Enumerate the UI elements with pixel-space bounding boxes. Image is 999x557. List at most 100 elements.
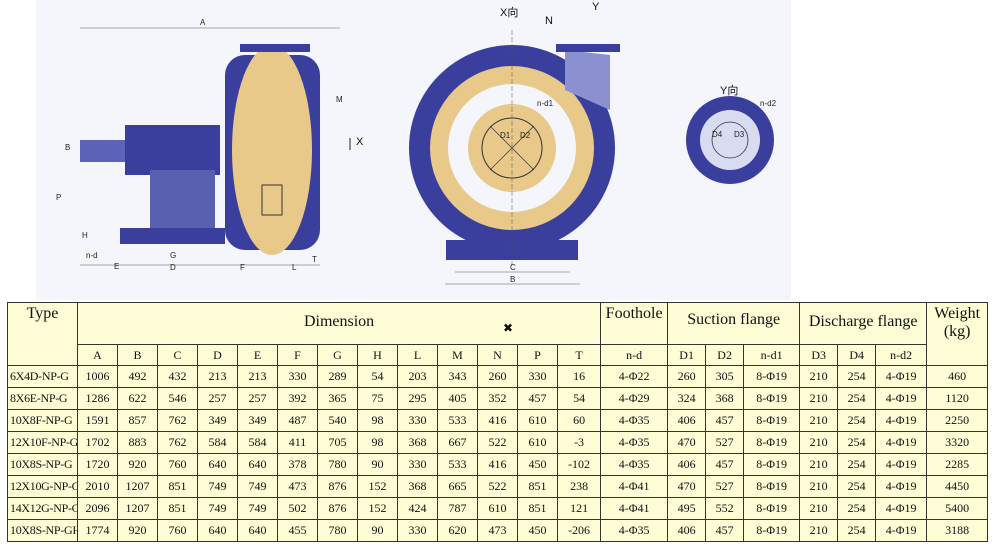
value-cell: 533 xyxy=(437,453,478,476)
value-cell: 330 xyxy=(397,453,438,476)
bearing-housing xyxy=(125,125,220,175)
value-cell: 406 xyxy=(667,453,707,476)
value-cell: 4-Φ29 xyxy=(600,387,669,410)
dim-label-d4: D4 xyxy=(712,130,723,139)
value-cell: 2010 xyxy=(77,475,118,498)
value-cell: 749 xyxy=(197,497,238,520)
pump-drawing-svg: A M X B P H n-d E G D F L T X向 N Y n-d1 … xyxy=(56,1,777,285)
header-type: Type xyxy=(7,302,78,366)
value-cell: 305 xyxy=(705,365,745,388)
value-cell: 8-Φ19 xyxy=(743,519,801,542)
value-cell: 368 xyxy=(397,431,438,454)
value-cell: 2285 xyxy=(926,453,989,476)
value-cell: 1006 xyxy=(77,365,118,388)
value-cell: 432 xyxy=(157,365,198,388)
subheader-d4: D4 xyxy=(837,344,877,366)
value-cell: 502 xyxy=(277,497,318,520)
value-cell: 210 xyxy=(799,409,839,432)
value-cell: 4-Φ19 xyxy=(875,519,928,542)
value-cell: 210 xyxy=(799,365,839,388)
view-label-y-direction: Y向 xyxy=(720,83,738,97)
value-cell: 90 xyxy=(357,519,398,542)
value-cell: 254 xyxy=(837,431,877,454)
flange-view-labels: Y向 n-d2 D4 D3 xyxy=(712,83,777,139)
dim-label-f: F xyxy=(240,263,245,272)
value-cell: 254 xyxy=(837,409,877,432)
value-cell: 8-Φ19 xyxy=(743,409,801,432)
header-discharge-flange: Discharge flange xyxy=(799,302,928,345)
value-cell: -206 xyxy=(556,519,602,542)
subheader-h: H xyxy=(357,344,398,366)
front-view xyxy=(409,30,620,285)
value-cell: 492 xyxy=(117,365,158,388)
value-cell: 460 xyxy=(926,365,989,388)
flange-view xyxy=(686,96,774,184)
value-cell: 60 xyxy=(556,409,602,432)
subheader-d3: D3 xyxy=(799,344,839,366)
dim-label-c: C xyxy=(510,263,516,272)
value-cell: 470 xyxy=(667,475,707,498)
value-cell: 416 xyxy=(477,453,518,476)
value-cell: 98 xyxy=(357,409,398,432)
value-cell: 210 xyxy=(799,475,839,498)
value-cell: 920 xyxy=(117,453,158,476)
value-cell: 622 xyxy=(117,387,158,410)
value-cell: 260 xyxy=(477,365,518,388)
subheader-n-d: n-d xyxy=(600,344,669,366)
value-cell: 527 xyxy=(705,431,745,454)
value-cell: 705 xyxy=(317,431,358,454)
flange-face xyxy=(700,110,760,170)
model-type-cell: 6X4D-NP-G xyxy=(7,365,78,388)
port-box xyxy=(261,184,283,216)
header-suction-flange: Suction flange xyxy=(667,302,801,345)
subheader-d: D xyxy=(197,344,238,366)
value-cell: 254 xyxy=(837,365,877,388)
value-cell: 5400 xyxy=(926,497,989,520)
dim-label-n: N xyxy=(545,15,553,27)
value-cell: 4-Φ19 xyxy=(875,365,928,388)
value-cell: 876 xyxy=(317,497,358,520)
subheader-m: M xyxy=(437,344,478,366)
value-cell: 406 xyxy=(667,519,707,542)
subheader-l: L xyxy=(397,344,438,366)
value-cell: 546 xyxy=(157,387,198,410)
side-view-labels: A M X B P H n-d E G D F L T xyxy=(56,18,364,272)
dim-label-d: D xyxy=(170,263,176,272)
view-label-y: Y xyxy=(592,1,600,13)
spec-table: Type Dimension Foothole Suction flange D… xyxy=(7,302,989,542)
value-cell: 851 xyxy=(517,497,558,520)
subheader-f: F xyxy=(277,344,318,366)
value-cell: 210 xyxy=(799,453,839,476)
dim-label-l: L xyxy=(292,263,297,272)
subheader-e: E xyxy=(237,344,278,366)
value-cell: 4-Φ41 xyxy=(600,475,669,498)
value-cell: 152 xyxy=(357,497,398,520)
value-cell: 610 xyxy=(517,409,558,432)
value-cell: 762 xyxy=(157,431,198,454)
value-cell: 457 xyxy=(705,409,745,432)
value-cell: 473 xyxy=(277,475,318,498)
value-cell: 368 xyxy=(397,475,438,498)
value-cell: 584 xyxy=(237,431,278,454)
value-cell: 330 xyxy=(397,519,438,542)
value-cell: 920 xyxy=(117,519,158,542)
value-cell: 54 xyxy=(357,365,398,388)
value-cell: 667 xyxy=(437,431,478,454)
value-cell: 522 xyxy=(477,475,518,498)
value-cell: 1774 xyxy=(77,519,118,542)
value-cell: 4-Φ19 xyxy=(875,431,928,454)
side-view xyxy=(80,27,351,266)
value-cell: 254 xyxy=(837,453,877,476)
value-cell: 254 xyxy=(837,387,877,410)
value-cell: 749 xyxy=(237,475,278,498)
subheader-p: P xyxy=(517,344,558,366)
model-type-cell: 10X8S-NP-GH xyxy=(7,519,78,542)
value-cell: 552 xyxy=(705,497,745,520)
value-cell: 4-Φ35 xyxy=(600,519,669,542)
front-view-labels: X向 N Y n-d1 D1 D2 C B xyxy=(500,1,600,284)
value-cell: 787 xyxy=(437,497,478,520)
value-cell: 4-Φ19 xyxy=(875,453,928,476)
value-cell: 1207 xyxy=(117,497,158,520)
value-cell: 8-Φ19 xyxy=(743,387,801,410)
